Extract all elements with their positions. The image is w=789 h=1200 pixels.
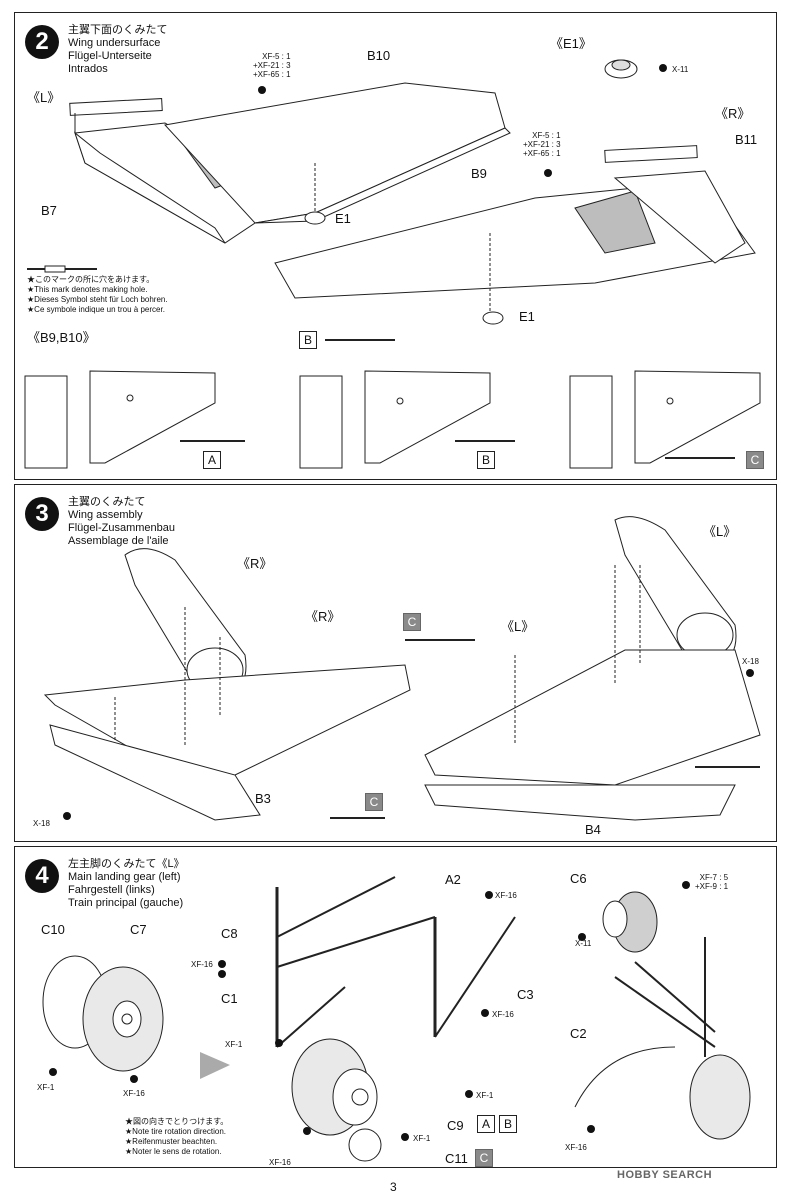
variant-box-c: C	[365, 793, 383, 811]
step4-illustration	[42, 876, 751, 1162]
note-line: ★Note tire rotation direction.	[125, 1127, 226, 1136]
paint-line: XF-7 : 5	[699, 873, 729, 882]
paint-xf1: XF-1	[225, 1040, 243, 1049]
variant-box-c: C	[746, 451, 764, 469]
title-de: Fahrgestell (links)	[68, 884, 155, 896]
paint-xf1: XF-1	[476, 1091, 494, 1100]
paint-line: +XF-21 : 3	[253, 61, 291, 70]
label-c9: C9	[447, 1118, 464, 1133]
label-a2: A2	[445, 872, 461, 887]
step4-panel: 4 左主脚のくみたて《L》 Main landing gear (left) F…	[14, 846, 777, 1168]
title-de: Flügel-Unterseite	[68, 50, 152, 62]
step-number: 2	[25, 25, 59, 59]
step-heading: 主翼下面のくみたて Wing undersurface Flügel-Unter…	[68, 24, 167, 76]
title-fr: Train principal (gauche)	[68, 897, 184, 909]
hole-note: ★このマークの所に穴をあけます。 ★This mark denotes maki…	[27, 275, 168, 315]
label-b9: B9	[471, 166, 487, 181]
label-c8: C8	[221, 926, 238, 941]
variant-box-b-top: B	[299, 331, 317, 349]
variant-box-a: A	[203, 451, 221, 469]
box-b: B	[499, 1115, 517, 1133]
paint-right: XF-5 : 1 +XF-21 : 3 +XF-65 : 1	[523, 131, 561, 158]
label-l-fuselage: 《L》	[703, 524, 737, 539]
label-b10: B10	[367, 48, 391, 63]
label-c1: C1	[221, 991, 238, 1006]
note-line: ★Ce symbole indique un trou à percer.	[27, 305, 165, 314]
title-de: Flügel-Zusammenbau	[68, 522, 175, 534]
watermark: HOBBY SEARCH	[617, 1169, 713, 1181]
step2-illustration	[24, 59, 761, 469]
title-fr: Assemblage de l'aile	[68, 535, 169, 547]
variant-box-c: C	[403, 613, 421, 631]
paint-xf16: XF-16	[123, 1089, 145, 1098]
title-jp: 左主脚のくみたて《L》	[68, 858, 185, 870]
title-en: Wing undersurface	[68, 37, 161, 49]
paint-xf16: XF-16	[492, 1010, 514, 1019]
paint-xf1: XF-1	[413, 1134, 431, 1143]
paint-tire: XF-7 : 5 +XF-9 : 1	[695, 873, 728, 891]
label-x11: X-11	[672, 65, 689, 74]
paint-xf16: XF-16	[269, 1158, 291, 1167]
note-line: ★This mark denotes making hole.	[27, 285, 148, 294]
paint-left: XF-5 : 1 +XF-21 : 3 +XF-65 : 1	[253, 52, 291, 79]
note-line: ★Dieses Symbol steht für Loch bohren.	[27, 295, 168, 304]
label-c11: C11	[445, 1151, 468, 1166]
box-a: A	[477, 1115, 495, 1133]
label-c2: C2	[570, 1026, 587, 1041]
step2-panel: 2 主翼下面のくみたて Wing undersurface Flügel-Unt…	[14, 12, 777, 480]
note-line: ★Reifenmuster beachten.	[125, 1137, 218, 1146]
label-left: 《L》	[27, 90, 61, 105]
page-number: 3	[390, 1180, 397, 1194]
label-b7: B7	[41, 203, 57, 218]
paint-xf16: XF-16	[495, 891, 517, 900]
label-b11: B11	[735, 132, 758, 147]
label-e1-group: 《E1》	[550, 36, 592, 51]
label-r-wing: 《R》	[305, 609, 341, 624]
label-c10: C10	[41, 922, 65, 937]
label-right: 《R》	[715, 106, 751, 121]
label-x18-right: X-18	[742, 657, 759, 666]
step-heading: 左主脚のくみたて《L》 Main landing gear (left) Fah…	[68, 858, 185, 910]
step-heading: 主翼のくみたて Wing assembly Flügel-Zusammenbau…	[68, 496, 175, 548]
label-x18-left: X-18	[33, 819, 50, 828]
label-e1-a: E1	[335, 211, 351, 226]
variant-box-b: B	[477, 451, 495, 469]
paint-xf1: XF-1	[37, 1083, 55, 1092]
label-c3: C3	[517, 987, 534, 1002]
step3-panel: 3 主翼のくみたて Wing assembly Flügel-Zusammenb…	[14, 484, 777, 842]
title-jp: 主翼のくみたて	[68, 496, 146, 508]
step-number: 3	[25, 497, 59, 531]
step3-illustration	[43, 516, 761, 821]
step-number: 4	[25, 859, 59, 893]
label-r-fuselage: 《R》	[237, 556, 273, 571]
label-c6: C6	[570, 871, 587, 886]
label-b4: B4	[585, 822, 601, 837]
title-en: Main landing gear (left)	[68, 871, 181, 883]
label-e1-b: E1	[519, 309, 535, 324]
note-line: ★図の向きでとりつけます。	[125, 1117, 229, 1126]
note-line: ★Noter le sens de rotation.	[125, 1147, 222, 1156]
title-fr: Intrados	[68, 63, 108, 75]
paint-line: +XF-9 : 1	[695, 882, 729, 891]
paint-xf16: XF-16	[565, 1143, 587, 1152]
note-line: ★このマークの所に穴をあけます。	[27, 275, 155, 284]
box-c: C	[475, 1149, 493, 1167]
label-c7: C7	[130, 922, 147, 937]
paint-line: +XF-65 : 1	[523, 149, 561, 158]
title-en: Wing assembly	[68, 509, 143, 521]
paint-line: XF-5 : 1	[262, 52, 291, 61]
title-jp: 主翼下面のくみたて	[68, 24, 168, 36]
label-b3: B3	[255, 791, 271, 806]
paint-xf16: XF-16	[191, 960, 213, 969]
label-x11: X-11	[575, 939, 592, 948]
label-b9-b10: 《B9,B10》	[27, 330, 96, 345]
label-l-wing: 《L》	[501, 619, 535, 634]
paint-line: XF-5 : 1	[532, 131, 561, 140]
paint-line: +XF-65 : 1	[253, 70, 291, 79]
tire-note: ★図の向きでとりつけます。 ★Note tire rotation direct…	[125, 1117, 228, 1157]
paint-line: +XF-21 : 3	[523, 140, 561, 149]
